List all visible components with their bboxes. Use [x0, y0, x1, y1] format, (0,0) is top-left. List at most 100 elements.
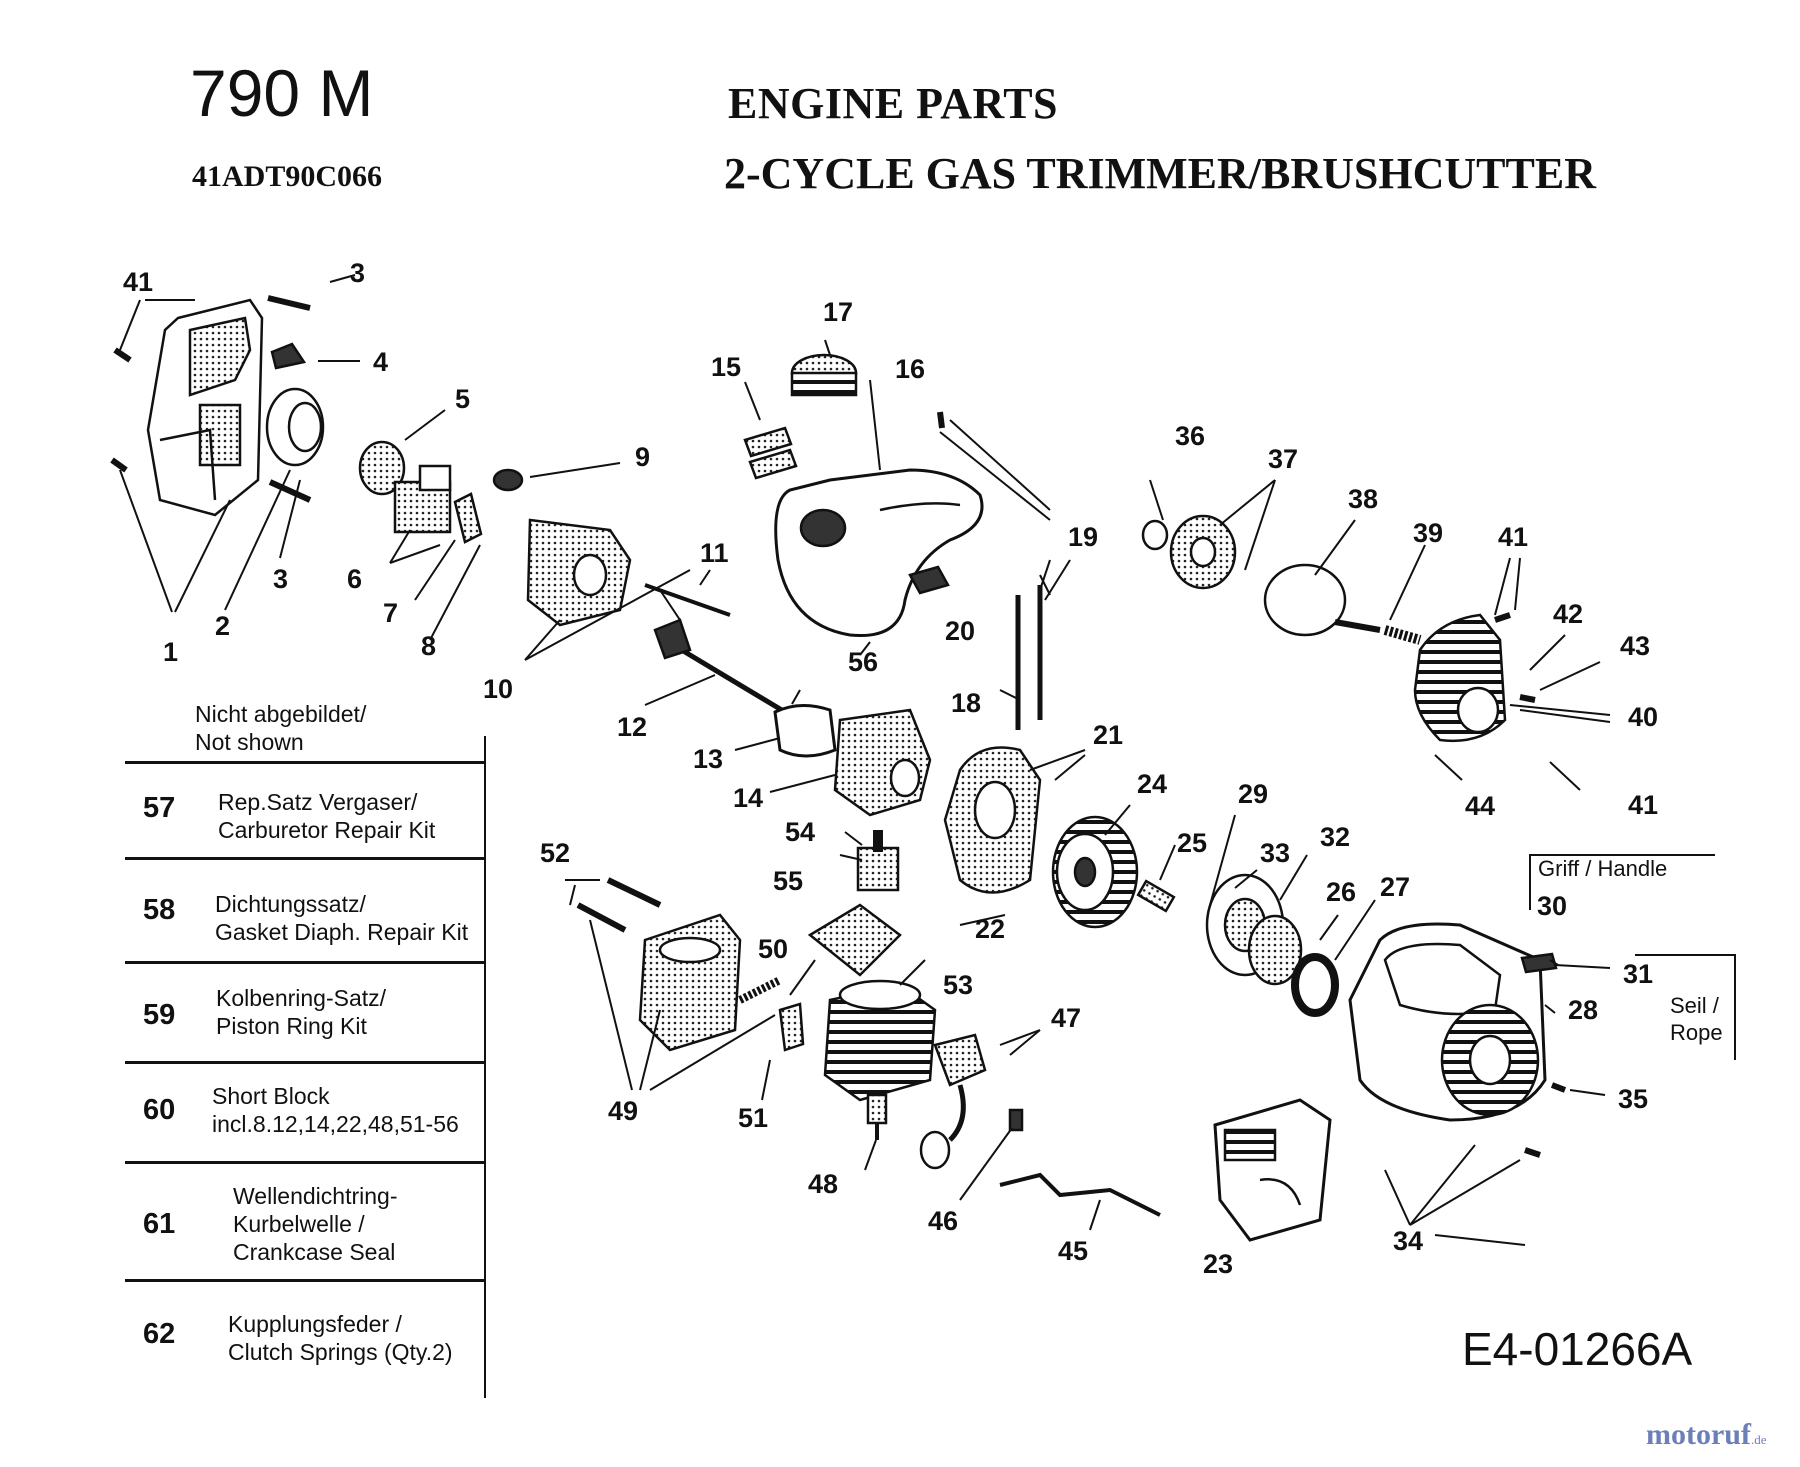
not-shown-heading: Nicht abgebildet/ Not shown: [195, 700, 366, 756]
clutch-drum-part: [1263, 563, 1381, 637]
part-number-label: 4: [373, 347, 388, 377]
part-number-label: 41: [1628, 790, 1658, 820]
crankcase-cover-part: [943, 746, 1042, 894]
fuel-tank-part: [774, 468, 984, 638]
screw-part: [267, 295, 311, 311]
model-name: 790 M: [190, 56, 374, 130]
part-number-label: 3: [273, 564, 288, 594]
clutch-part: [1169, 514, 1237, 590]
part-number-label: 13: [693, 744, 723, 774]
part-number-label: 5: [455, 384, 470, 414]
part-number-label: 52: [540, 838, 570, 868]
part-number-label: 47: [1051, 1003, 1081, 1033]
part-number-label: 32: [1320, 822, 1350, 852]
ignition-module-part: [919, 1033, 987, 1170]
kit-number: 59: [143, 999, 176, 1031]
part-number-label: 37: [1268, 444, 1298, 474]
piston-part: [856, 830, 900, 892]
carb-gasket-part: [453, 492, 483, 544]
part-number-label: 36: [1175, 421, 1205, 451]
part-number-label: 41: [123, 267, 153, 297]
rope-label: Seil /: [1670, 993, 1720, 1018]
part-number-label: 44: [1465, 791, 1495, 821]
kit-desc-line: Crankcase Seal: [233, 1239, 396, 1265]
part-number-label: 50: [758, 934, 788, 964]
part-number-label: 29: [1238, 779, 1268, 809]
base-gasket-part: [807, 903, 902, 977]
part-number-label: 46: [928, 1206, 958, 1236]
screw-part: [110, 457, 128, 473]
rope-label: Rope: [1670, 1020, 1723, 1045]
part-number-label: 27: [1380, 872, 1410, 902]
kit-desc-line: incl.8.12,14,22,48,51-56: [212, 1111, 459, 1137]
recoil-starter-housing-part: [1348, 922, 1547, 1122]
screw-part: [268, 479, 312, 503]
part-number-label: 3: [350, 258, 365, 288]
tank-clip-part: [908, 565, 950, 595]
part-number-label: 38: [1348, 484, 1378, 514]
part-number-label: 54: [785, 817, 815, 847]
air-filter-part: [265, 387, 325, 467]
part-number-label: 25: [1177, 828, 1207, 858]
kit-number: 57: [143, 792, 176, 824]
not-shown-line2: Not shown: [195, 729, 304, 755]
sleeve-part: [1136, 879, 1176, 913]
kit-row: 59 Kolbenring-Satz/ Piston Ring Kit: [125, 961, 485, 1064]
part-number-label: 49: [608, 1096, 638, 1126]
part-number-label: 53: [943, 970, 973, 1000]
part-number-label: 28: [1568, 995, 1598, 1025]
part-number-label: 19: [1068, 522, 1098, 552]
diagram-code: E4-01266A: [1462, 1323, 1693, 1375]
crankcase-part: [833, 708, 932, 817]
kit-row: 58 Dichtungssatz/ Gasket Diaph. Repair K…: [125, 857, 485, 964]
part-number-label: 22: [975, 914, 1005, 944]
muffler-part: [638, 913, 742, 1052]
part-number-label: 31: [1623, 959, 1653, 989]
kit-desc-line: Kupplungsfeder /: [228, 1311, 402, 1337]
kit-desc-line: Gasket Diaph. Repair Kit: [215, 919, 469, 945]
part-number-label: 33: [1260, 838, 1290, 868]
screw-part: [576, 902, 627, 933]
cylinder-gasket-part: [773, 704, 837, 758]
part-number-label: 11: [700, 538, 729, 568]
spark-plug-part: [866, 1093, 888, 1140]
page-title: ENGINE PARTS: [728, 79, 1059, 128]
starter-handle-part: [1520, 952, 1558, 974]
kit-desc-line: Carburetor Repair Kit: [218, 817, 436, 843]
part-number-label: 8: [421, 631, 436, 661]
kit-row: 60 Short Block incl.8.12,14,22,48,51-56: [125, 1061, 485, 1164]
kit-desc-line: Kurbelwelle /: [233, 1211, 365, 1237]
drive-spring-part: [1383, 625, 1422, 645]
part-number-label: 15: [711, 352, 741, 382]
washer-part: [1141, 519, 1169, 551]
part-callouts: 1 2 3 3 4 5 6 7 8 9 10 11 12 13 14 15 16…: [123, 258, 1658, 1279]
kit-number: 58: [143, 894, 176, 926]
part-number-label: 34: [1393, 1226, 1423, 1256]
part-number-label: 35: [1618, 1084, 1648, 1114]
switch-wire-part: [999, 1172, 1161, 1217]
starter-ring-part: [1291, 953, 1339, 1017]
part-number-label: 7: [383, 598, 398, 628]
part-number-label: 42: [1553, 599, 1583, 629]
part-number-label: 43: [1620, 631, 1650, 661]
part-number-label: 14: [733, 783, 763, 813]
clutch-housing-part: [1413, 613, 1507, 742]
part-number-label: 30: [1537, 891, 1567, 921]
kit-row: 62 Kupplungsfeder / Clutch Springs (Qty.…: [125, 1279, 485, 1400]
part-number-label: 9: [635, 442, 650, 472]
part-number-label: 24: [1137, 769, 1167, 799]
muffler-spring-part: [738, 976, 782, 1004]
kit-table-divider: [484, 736, 486, 1398]
part-number-label: 45: [1058, 1236, 1088, 1266]
fuel-cap-part: [790, 353, 858, 397]
flywheel-part: [1051, 815, 1139, 929]
part-number-label: 16: [895, 354, 925, 384]
bracket-part: [270, 342, 307, 370]
screw-part: [1550, 1082, 1567, 1093]
part-number-label: 51: [738, 1103, 768, 1133]
kit-number: 61: [143, 1208, 176, 1240]
handle-rope-bracket: [1529, 854, 1736, 1060]
part-number-label: 48: [808, 1169, 838, 1199]
handle-label: Griff / Handle: [1538, 856, 1667, 881]
kit-desc-line: Wellendichtring-: [233, 1183, 398, 1209]
